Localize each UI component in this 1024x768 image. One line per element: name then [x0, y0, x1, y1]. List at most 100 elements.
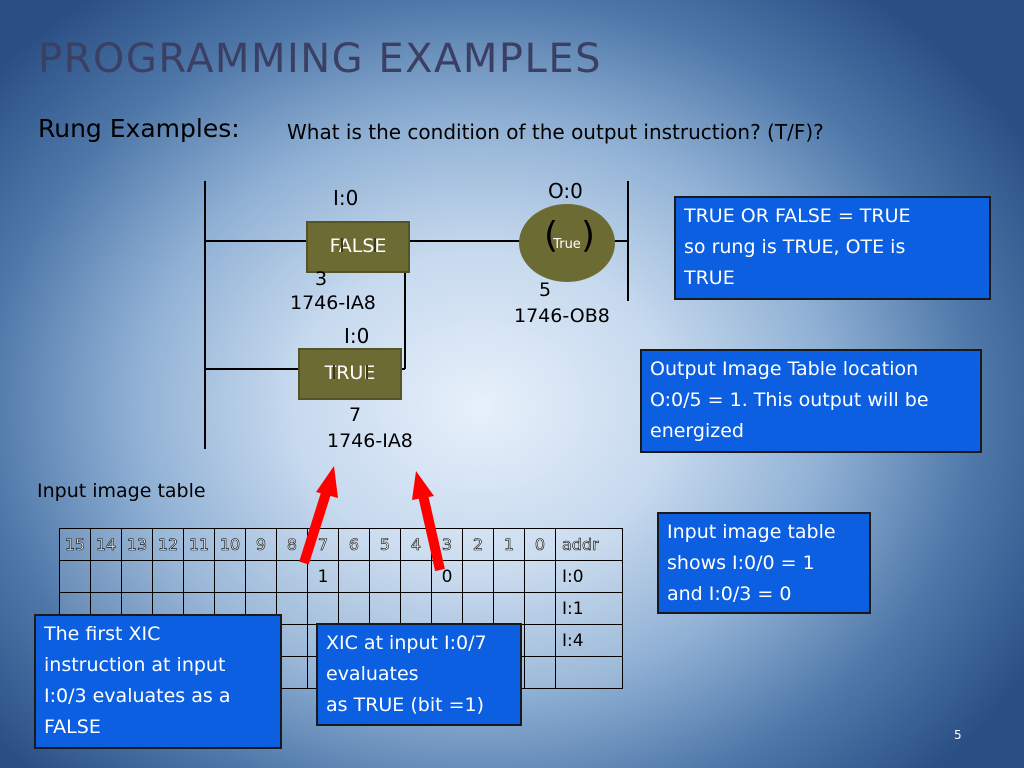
- note-line: Input image table: [667, 521, 836, 543]
- header-cell: 2: [462, 528, 494, 561]
- table-cell: [524, 624, 556, 657]
- header-cell: 0: [524, 528, 556, 561]
- arrow-head: [412, 471, 434, 500]
- header-cell: 15: [59, 528, 91, 561]
- question-text: What is the condition of the output inst…: [287, 120, 824, 144]
- note-line: so rung is TRUE, OTE is: [684, 236, 906, 258]
- note-line: FALSE: [44, 716, 101, 738]
- table-cell: [59, 560, 91, 593]
- ote-address: O:0: [548, 179, 583, 203]
- header-cell: 11: [183, 528, 215, 561]
- left-power-rail: [204, 181, 206, 449]
- table-cell: 1: [307, 560, 339, 593]
- table-cell: [338, 592, 370, 625]
- table-cell: [493, 592, 525, 625]
- note-line: TRUE OR FALSE = TRUE: [684, 205, 911, 227]
- note-line: XIC at input I:0/7: [326, 632, 487, 654]
- ote-instruction[interactable]: ( ) True: [519, 204, 615, 282]
- header-cell: 3: [431, 528, 463, 561]
- table-cell: [183, 560, 215, 593]
- right-power-rail: [627, 181, 629, 301]
- branch-right-wire: [404, 240, 406, 369]
- header-cell-addr: addr: [555, 528, 623, 561]
- header-cell: 7: [307, 528, 339, 561]
- table-cell-addr: [555, 656, 623, 689]
- table-cell: [90, 560, 122, 593]
- header-cell: 10: [214, 528, 246, 561]
- ote-bit: 5: [539, 279, 552, 301]
- table-cell: [493, 560, 525, 593]
- table-header-row: 15 14 13 12 11 10 9 8 7 6 5 4 3 2 1 0 ad…: [59, 528, 623, 561]
- xic2-contact-right: [366, 365, 368, 379]
- xic1-module: 1746-IA8: [290, 292, 376, 314]
- header-cell: 13: [121, 528, 153, 561]
- header-cell: 9: [245, 528, 277, 561]
- table-cell: [369, 592, 401, 625]
- table-cell: [276, 560, 308, 593]
- table-cell: [462, 592, 494, 625]
- header-cell: 14: [90, 528, 122, 561]
- table-cell: [462, 560, 494, 593]
- note-line: as TRUE (bit =1): [326, 694, 485, 716]
- note-line: and I:0/3 = 0: [667, 583, 792, 605]
- note-line: evaluates: [326, 663, 419, 685]
- note-line: TRUE: [684, 267, 735, 289]
- xic1-bit: 3: [315, 268, 328, 290]
- ote-state: True: [553, 237, 581, 252]
- xic2-contact-left: [333, 365, 335, 379]
- header-cell: 1: [493, 528, 525, 561]
- ote-coil-right: ): [581, 215, 596, 256]
- xic1-address: I:0: [333, 186, 359, 210]
- table-row: 1 0 I:0: [59, 560, 623, 593]
- note-line: Output Image Table location: [650, 358, 919, 380]
- table-cell: [524, 592, 556, 625]
- note-line: I:0/3 evaluates as a: [44, 685, 231, 707]
- xic1-instruction[interactable]: FALSE: [306, 221, 410, 273]
- table-cell: [245, 560, 277, 593]
- table-cell: [400, 592, 432, 625]
- slide-subtitle: Rung Examples:: [38, 114, 240, 143]
- xic2-bit: 7: [349, 404, 362, 426]
- header-cell: 5: [369, 528, 401, 561]
- xic1-state: FALSE: [329, 235, 387, 257]
- xic1-contact-left: [341, 238, 343, 252]
- table-cell-addr: I:0: [555, 560, 623, 593]
- note-rung-result: TRUE OR FALSE = TRUE so rung is TRUE, OT…: [674, 196, 991, 300]
- note-line: instruction at input: [44, 654, 226, 676]
- note-line: O:0/5 = 1. This output will be: [650, 389, 929, 411]
- table-cell: [431, 592, 463, 625]
- table-cell: [338, 560, 370, 593]
- xic2-instruction[interactable]: TRUE: [298, 348, 402, 400]
- table-cell-addr: I:4: [555, 624, 623, 657]
- note-input-table: Input image table shows I:0/0 = 1 and I:…: [657, 512, 871, 614]
- header-cell: 4: [400, 528, 432, 561]
- table-cell: 0: [431, 560, 463, 593]
- table-cell: [524, 560, 556, 593]
- table-cell: [400, 560, 432, 593]
- note-xic-second: XIC at input I:0/7 evaluates as TRUE (bi…: [316, 623, 522, 726]
- arrow-head: [316, 466, 338, 498]
- table-cell: [152, 560, 184, 593]
- note-line: shows I:0/0 = 1: [667, 552, 815, 574]
- table-cell-addr: I:1: [555, 592, 623, 625]
- input-table-label: Input image table: [37, 480, 206, 502]
- page-number: 5: [954, 728, 962, 742]
- header-cell: 12: [152, 528, 184, 561]
- note-line: The first XIC: [44, 623, 161, 645]
- xic2-address: I:0: [344, 324, 370, 348]
- ote-coil-left: (: [544, 215, 559, 256]
- table-cell: [214, 560, 246, 593]
- table-cell: [524, 656, 556, 689]
- table-cell: [307, 592, 339, 625]
- xic2-module: 1746-IA8: [327, 430, 413, 452]
- table-cell: [121, 560, 153, 593]
- note-xic-first: The first XIC instruction at input I:0/3…: [34, 614, 282, 749]
- note-line: energized: [650, 420, 744, 442]
- header-cell: 6: [338, 528, 370, 561]
- rung-wire: [205, 240, 628, 242]
- table-cell: [369, 560, 401, 593]
- ote-module: 1746-OB8: [514, 305, 610, 327]
- xic2-state: TRUE: [324, 362, 376, 384]
- xic1-contact-right: [374, 238, 376, 252]
- slide-title: PROGRAMMING EXAMPLES: [38, 36, 603, 82]
